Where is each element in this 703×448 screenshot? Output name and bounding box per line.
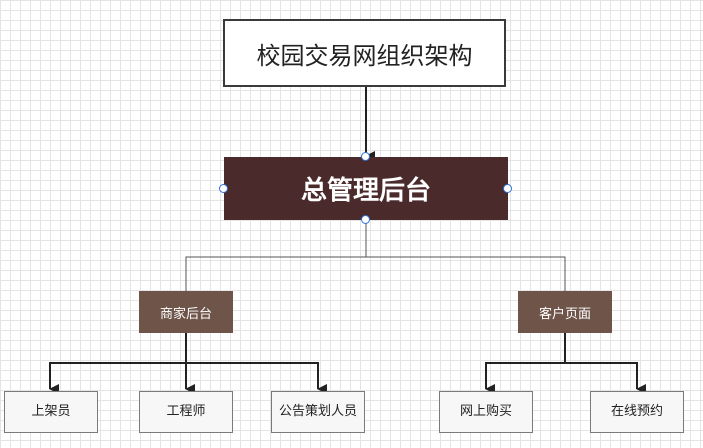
branch-node-merchant[interactable]: 商家后台 (139, 291, 233, 333)
selection-handle-right[interactable] (503, 184, 512, 193)
leaf-node-announcement-planner[interactable]: 公告策划人员 (271, 391, 365, 433)
root-node[interactable]: 总管理后台 (224, 157, 508, 220)
selection-handle-left[interactable] (219, 184, 228, 193)
leaf-node-online-purchase[interactable]: 网上购买 (439, 391, 533, 433)
connector-branch-1-leaf-0 (485, 333, 566, 394)
connector-root-branch-0 (185, 220, 367, 291)
leaf-node-online-reservation[interactable]: 在线预约 (590, 391, 684, 433)
leaf-node-engineer[interactable]: 工程师 (139, 391, 233, 433)
leaf-node-lister[interactable]: 上架员 (4, 391, 98, 433)
connector-root-branch-1 (366, 256, 566, 291)
diagram-title-node[interactable]: 校园交易网组织架构 (223, 19, 506, 87)
selection-handle-top[interactable] (361, 152, 370, 161)
connector-branch-0-leaf-2 (186, 362, 327, 394)
selection-handle-bottom[interactable] (361, 215, 370, 224)
branch-node-customer[interactable]: 客户页面 (518, 291, 612, 333)
connector-branch-0-leaf-0 (49, 333, 187, 394)
connector-branch-1-leaf-1 (565, 362, 646, 394)
